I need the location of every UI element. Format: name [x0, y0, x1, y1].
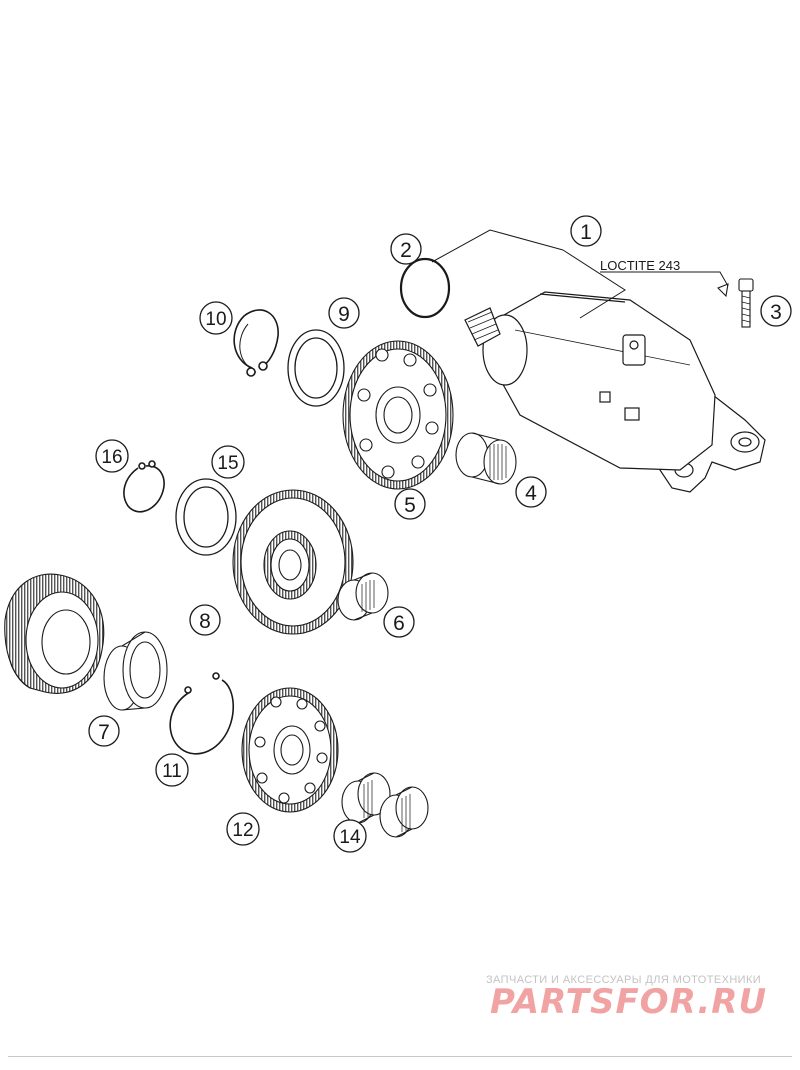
- callout-6-label: 6: [393, 612, 405, 635]
- callout-11: 11: [155, 753, 189, 787]
- callout-1-label: 1: [580, 221, 592, 244]
- callout-12: 12: [226, 812, 260, 846]
- callout-2: 2: [390, 233, 422, 265]
- callout-3: 3: [760, 295, 792, 327]
- callout-4: 4: [515, 476, 547, 508]
- callout-4-label: 4: [525, 482, 537, 505]
- callout-1: 1: [570, 215, 602, 247]
- o-ring: [399, 257, 451, 319]
- gear-7: [4, 573, 105, 694]
- callout-6: 6: [383, 606, 415, 638]
- thrust-washer-9: [287, 329, 345, 407]
- needle-bearing-4: [455, 428, 517, 485]
- circlip-11: [169, 672, 234, 755]
- starter-motor: [464, 291, 766, 493]
- callout-14: 14: [333, 819, 367, 853]
- callout-7-label: 7: [98, 721, 110, 744]
- needle-bearing-6: [337, 572, 389, 621]
- callout-12-label: 12: [232, 820, 253, 841]
- circlip-16: [123, 460, 165, 513]
- circlip-10: [233, 309, 279, 377]
- thrust-washer-15: [175, 478, 237, 556]
- callout-7: 7: [88, 715, 120, 747]
- callout-2-label: 2: [400, 239, 412, 262]
- callout-3-label: 3: [770, 301, 782, 324]
- callout-8: 8: [189, 604, 221, 636]
- callout-15-label: 15: [217, 453, 238, 474]
- watermark-tagline: ЗАПЧАСТИ И АКСЕССУАРЫ ДЛЯ МОТОТЕХНИКИ: [486, 974, 762, 986]
- gear-12: [241, 687, 339, 813]
- callout-16-label: 16: [101, 447, 122, 468]
- callout-5: 5: [394, 488, 426, 520]
- callout-9-label: 9: [338, 303, 350, 326]
- callout-10-label: 10: [205, 309, 226, 330]
- gear-8: [232, 489, 354, 635]
- callout-8-label: 8: [199, 610, 211, 633]
- callout-16: 16: [95, 439, 129, 473]
- callout-10: 10: [199, 301, 233, 335]
- needle-bearings-14: [341, 772, 429, 838]
- leader-lines: [431, 229, 729, 319]
- screw: [717, 278, 754, 328]
- bottom-divider: [8, 1056, 792, 1057]
- callout-14-label: 14: [339, 827, 361, 848]
- callout-5-label: 5: [404, 494, 416, 517]
- callout-9: 9: [328, 297, 360, 329]
- needle-bearing-7: [103, 631, 168, 711]
- loctite-note: LOCTITE 243: [600, 258, 680, 273]
- gear-5: [342, 340, 454, 490]
- watermark-logo: PARTSFOR.RU: [490, 982, 768, 1022]
- callout-15: 15: [211, 445, 245, 479]
- callout-11-label: 11: [162, 761, 182, 782]
